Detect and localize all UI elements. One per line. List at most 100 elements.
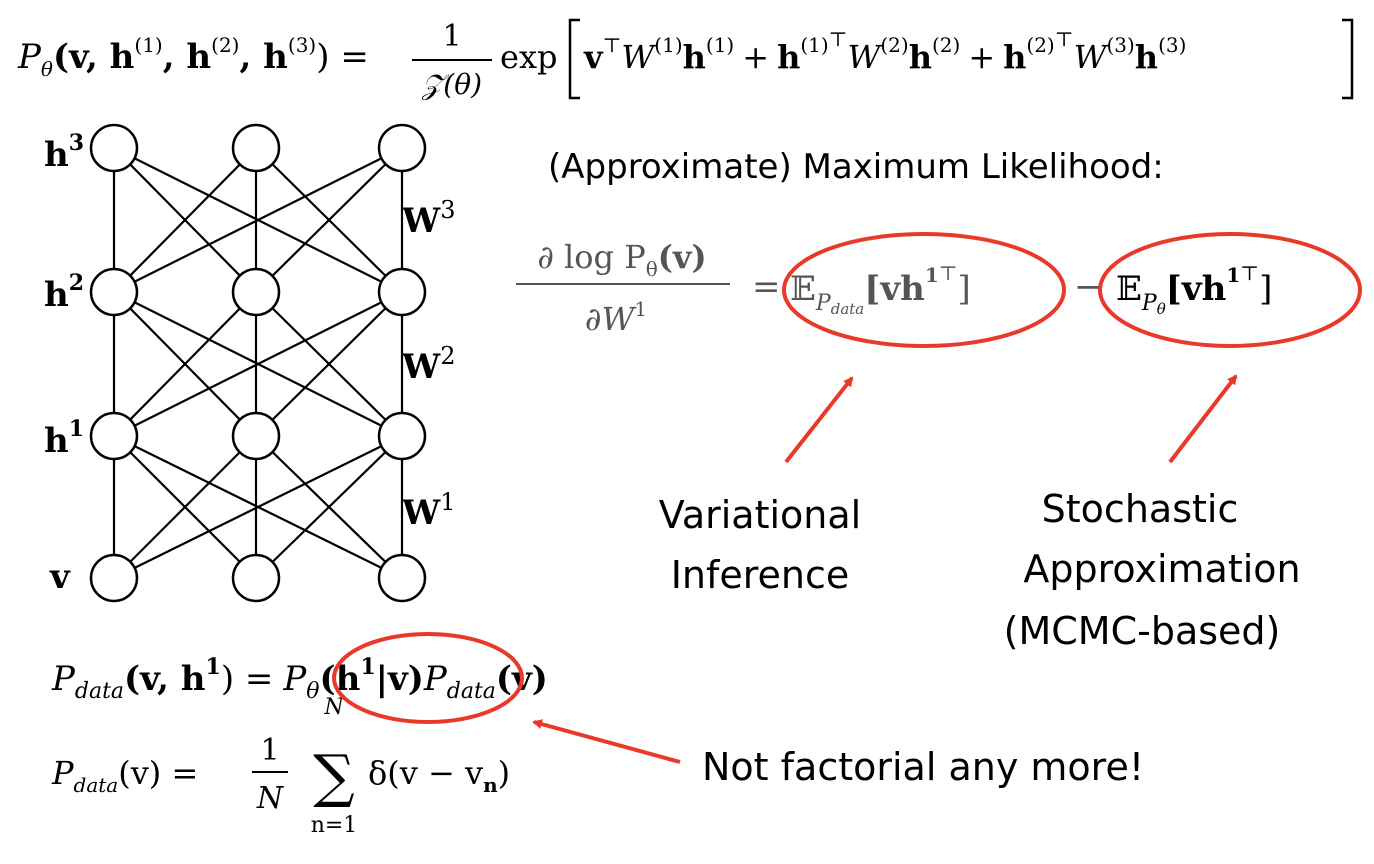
edge-h3-3-to-h2-2	[255, 147, 403, 293]
eq-right-bracket	[1342, 18, 1354, 100]
eq-exp: exp	[500, 38, 557, 76]
eq-t2-T: ⊤	[829, 27, 848, 51]
network-edges	[112, 147, 404, 579]
eq-frac-den: 𝒵(θ)	[421, 68, 482, 101]
data-expectation-highlight	[782, 232, 1066, 348]
svg-text:Pθ(v, h(1), h(2), h(3)) =: Pθ(v, h(1), h(2), h(3)) =	[17, 33, 369, 81]
edge-h2-2-to-h1-1	[113, 291, 257, 437]
eq-lhs-sub: θ	[41, 57, 53, 81]
bottom-equations: Pdata(v, h1) =Pθ(h1|v)Pdata(v) Pdata(v) …	[51, 654, 548, 838]
eq2-sum-upper: N	[323, 695, 344, 720]
grad-equals: =	[752, 267, 781, 307]
eq-t2-W: W	[847, 38, 883, 76]
eq-lhs-args: (v, h	[53, 37, 134, 77]
edge-h3-3-to-h2-1	[113, 147, 403, 293]
eq-t2-h: h	[777, 38, 800, 76]
node-h1-1	[89, 411, 139, 461]
stochastic-line2: Approximation	[1023, 547, 1300, 591]
eq-t1-Wsup: (1)	[654, 33, 682, 57]
not-factorial-note: Not factorial any more!	[702, 745, 1144, 789]
layer-label-h2: h2	[44, 270, 84, 315]
stochastic-line1: Stochastic	[1042, 487, 1239, 531]
node-v-2	[231, 553, 281, 603]
edge-h2-3-to-h1-1	[113, 291, 403, 437]
pdata-empirical-eq: Pdata(v) =	[51, 754, 198, 797]
node-h3-2	[231, 123, 281, 173]
eq-left-bracket	[568, 18, 580, 100]
eq-t1-W: W	[621, 38, 657, 76]
edge-h1-2-to-v-1	[113, 435, 257, 579]
eq-close: ) =	[316, 37, 369, 77]
layer-label-h3: h3	[44, 130, 84, 175]
eq-t3-Wsup: (3)	[1106, 33, 1134, 57]
layer-label-h1: h1	[44, 416, 84, 461]
eq-t1-hsup: (1)	[706, 33, 734, 57]
eq-sup2: (2)	[211, 33, 239, 57]
node-h2-3	[377, 267, 427, 317]
gradient-equation: ∂ log Pθ(v) ∂W1 = 𝔼Pdata[vh1⊤] − 𝔼Pθ[vh1…	[516, 238, 1272, 338]
network-nodes	[89, 123, 427, 603]
eq2-body: δ(v − vn)	[368, 754, 510, 797]
eq2-sum-symbol: ∑	[313, 742, 354, 810]
eq-t1-h: h	[683, 38, 706, 76]
eq-sup3: (3)	[288, 33, 316, 57]
eq-lhs-P: P	[17, 37, 42, 77]
variational-line2: Inference	[671, 553, 850, 597]
eq-sup1: (1)	[134, 33, 162, 57]
eq2-frac-num: 1	[260, 733, 279, 768]
eq-t2-h2sup: (2)	[932, 33, 960, 57]
weight-label-W2: W2	[401, 342, 455, 387]
eq-t1-v: v	[583, 38, 604, 76]
node-v-3	[377, 553, 427, 603]
posterior-highlight	[332, 632, 524, 724]
eq2-frac-den: N	[256, 781, 285, 816]
data-expectation: 𝔼Pdata[vh1⊤]	[790, 261, 971, 318]
edge-h3-2-to-h2-1	[113, 147, 257, 293]
edge-h2-3-to-h1-2	[255, 291, 403, 437]
eq-t3-W: W	[1074, 38, 1110, 76]
node-h2-1	[89, 267, 139, 317]
eq-t1-T: ⊤	[603, 33, 622, 57]
eq-comma2: , h	[240, 37, 288, 77]
weight-label-W3: W3	[401, 196, 455, 241]
eq-t2-Wsup: (2)	[880, 33, 908, 57]
eq-t3-h2: h	[1135, 38, 1158, 76]
eq-frac-num: 1	[442, 19, 461, 54]
grad-numerator: ∂ log Pθ(v)	[537, 238, 706, 281]
edge-h1-3-to-v-2	[255, 435, 403, 579]
not-factorial-arrow	[532, 719, 681, 764]
stochastic-line3: (MCMC-based)	[1004, 609, 1281, 653]
model-expectation-highlight	[1098, 232, 1362, 348]
eq-t3-h2sup: (3)	[1158, 33, 1186, 57]
stochastic-arrow	[1168, 374, 1238, 464]
node-v-1	[89, 553, 139, 603]
variational-line1: Variational	[659, 493, 861, 537]
eq-t2-h2: h	[909, 38, 932, 76]
eq-plus2: +	[968, 38, 995, 76]
variational-arrow	[784, 376, 854, 464]
ml-heading: (Approximate) Maximum Likelihood:	[548, 147, 1164, 187]
joint-probability-equation: Pθ(v, h(1), h(2), h(3)) = 1 𝒵(θ) exp v⊤W…	[17, 18, 1354, 101]
eq-t2-hsup: (1)	[800, 33, 828, 57]
eq2-sum-lower: n=1	[311, 813, 358, 838]
node-h3-1	[89, 123, 139, 173]
node-h2-2	[231, 267, 281, 317]
svg-text:v⊤W(1)h(1)+h(1)⊤W(2)h(2)+h(2)⊤: v⊤W(1)h(1)+h(1)⊤W(2)h(2)+h(2)⊤W(3)h(3)	[583, 27, 1186, 76]
eq-t3-T: ⊤	[1055, 27, 1074, 51]
eq-plus1: +	[742, 38, 769, 76]
grad-denominator: ∂W1	[585, 297, 647, 338]
edge-h1-3-to-v-1	[113, 435, 403, 579]
eq-t3-h: h	[1003, 38, 1026, 76]
node-h1-3	[377, 411, 427, 461]
model-expectation: 𝔼Pθ[vh1⊤]	[1116, 261, 1272, 318]
grad-minus: −	[1074, 267, 1103, 307]
node-h1-2	[231, 411, 281, 461]
dbm-network: h3 h2 h1 v W3 W2 W1	[44, 123, 455, 603]
pdata-joint-eq: Pdata(v, h1) =Pθ(h1|v)Pdata(v)	[51, 654, 548, 704]
weight-label-W1: W1	[401, 488, 455, 533]
node-h3-3	[377, 123, 427, 173]
eq-comma1: , h	[163, 37, 211, 77]
layer-label-v: v	[49, 557, 71, 597]
eq-t3-hsup: (2)	[1026, 33, 1054, 57]
